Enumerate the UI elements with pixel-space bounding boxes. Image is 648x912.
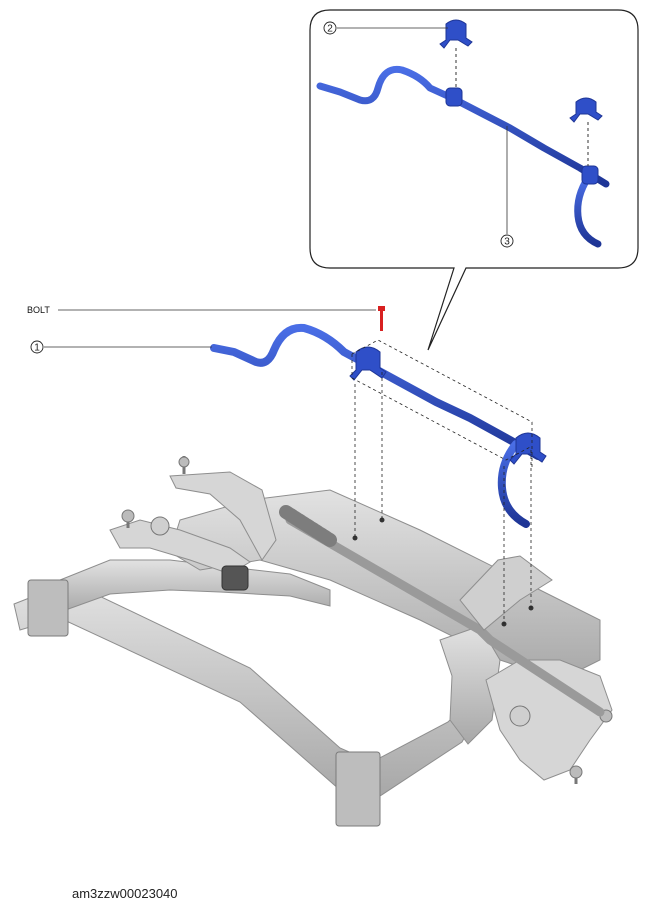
stabilizer-bar: [210, 323, 542, 460]
bolt-label: BOLT: [27, 305, 50, 315]
callout-item3-number: 3: [504, 237, 510, 248]
inset-bar-leg: [574, 174, 602, 248]
ball-joint-left-lower: [121, 509, 135, 528]
steering-gear-boot: [279, 505, 337, 547]
mount-hole-left-front: [352, 535, 358, 541]
left-upper-arm: [169, 471, 277, 561]
stabilizer-bar-leg: [497, 440, 530, 528]
steering-gear-rack: [285, 515, 605, 717]
inset-bracket-left: [439, 19, 473, 49]
alignment-dashed-outline: [351, 339, 533, 470]
callout-item1-number: 1: [34, 343, 40, 354]
inset-bracket-right: [569, 97, 603, 123]
subframe-bushing: [221, 565, 249, 591]
figure-code: am3zzw00023040: [72, 886, 178, 901]
main-labels: BOLT 1: [27, 305, 376, 354]
stabilizer-bracket-left: [349, 346, 387, 381]
circled-number-icon: [30, 340, 44, 354]
stabilizer-bar-assembly: [210, 306, 547, 624]
mount-hole-left-rear: [379, 517, 385, 523]
callout-item1: 1: [30, 340, 44, 354]
callout-item3: 3: [500, 234, 514, 248]
inset-stabilizer-bar: [316, 65, 610, 188]
inset-callout-frame: [309, 9, 639, 351]
detail-inset: 2 3: [309, 9, 639, 351]
bolt: [378, 306, 385, 331]
front-subframe: [13, 456, 613, 827]
inset-bushing-left: [445, 87, 463, 107]
subframe-left-member: [39, 559, 331, 613]
callout-item2: 2: [323, 21, 337, 35]
inset-bushing-right: [581, 165, 599, 185]
right-lower-control-arm: [485, 659, 613, 781]
ball-joint-left-upper: [178, 456, 190, 474]
ball-joint-right-lower: [569, 765, 583, 784]
subframe-front-bracket-left: [27, 579, 69, 637]
left-arm-bushing: [150, 516, 170, 536]
circled-number-icon: [323, 21, 337, 35]
right-arm-bushing: [509, 705, 531, 727]
circled-number-icon: [500, 234, 514, 248]
subframe-front-bracket-right: [335, 751, 381, 827]
callout-item2-number: 2: [327, 24, 333, 35]
steering-gear-housing: [459, 555, 553, 631]
